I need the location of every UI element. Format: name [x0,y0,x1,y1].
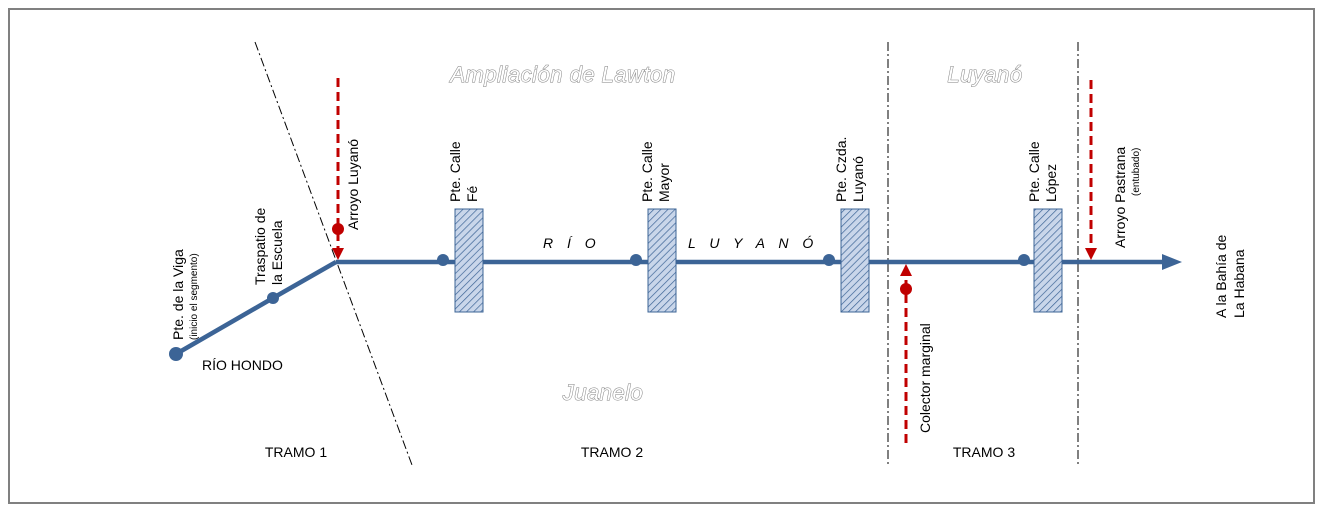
arroyo-luyano-arrow [332,248,344,260]
label-czda-line1: Pte. Czda. [833,137,849,202]
label-fe-line1: Pte. Calle [447,141,463,202]
label-pte-viga: Pte. de la Viga (inicio el segmento) [170,249,200,340]
river-hondo-label: RÍO HONDO [202,357,283,373]
label-colector-marginal: Colector marginal [917,323,933,433]
area-ampliacion-lawton: Ampliación de Lawton [448,62,675,87]
label-escuela-line2: la Escuela [269,220,285,285]
bridge-calle-fe [454,208,484,313]
label-czda-luyano: Pte. Czda. Luyanó [833,137,866,202]
svg-text:Arroyo Luyanó: Arroyo Luyanó [345,139,361,230]
label-fe-line2: Fé [464,185,480,202]
label-pte-viga-line2: (inicio el segmento) [189,253,200,340]
label-pte-viga-line1: Pte. de la Viga [170,249,186,340]
label-escuela-line1: Traspatio de [252,207,268,285]
label-destination-line2: La Habana [1231,249,1247,318]
area-juanelo: Juanelo [562,380,644,405]
tramo-2-label: TRAMO 2 [581,444,643,460]
point-czda-luyano [823,254,835,266]
label-calle-lopez: Pte. Calle López [1026,141,1059,202]
bridge-calle-mayor [647,208,677,313]
label-traspatio-escuela: Traspatio de la Escuela [252,207,285,285]
diagram-border [8,8,1315,504]
label-arroyo-luyano: Arroyo Luyanó [345,139,361,230]
label-destination-line1: A la Bahía de [1213,234,1229,318]
area-luyano: Luyanó [947,62,1022,87]
river-name-rio: R Í O [543,235,601,251]
label-lopez-line1: Pte. Calle [1026,141,1042,202]
label-mayor-line2: Mayor [656,163,672,202]
label-calle-fe: Pte. Calle Fé [447,141,480,202]
bridge-czda-luyano [840,208,870,313]
colector-marginal-arrow [900,264,912,276]
tramo-3-label: TRAMO 3 [953,444,1015,460]
tramo-1-label: TRAMO 1 [265,444,327,460]
label-mayor-line1: Pte. Calle [639,141,655,202]
label-calle-mayor: Pte. Calle Mayor [639,141,672,202]
point-traspatio-escuela [267,292,279,304]
label-czda-line2: Luyanó [850,156,866,202]
label-lopez-line2: López [1043,164,1059,202]
river-name-luyano: L U Y A N Ó [688,235,818,251]
bridge-calle-lopez [1033,208,1063,313]
point-calle-lopez [1018,254,1030,266]
arroyo-luyano-point [332,223,344,235]
arroyo-pastrana-arrow [1085,248,1097,260]
svg-text:Colector marginal: Colector marginal [917,323,933,433]
point-pte-viga [169,347,183,361]
point-calle-mayor [630,254,642,266]
label-pastrana-line1: Arroyo Pastrana [1112,147,1128,248]
colector-marginal-point [900,283,912,295]
point-calle-fe [437,254,449,266]
label-destination: A la Bahía de La Habana [1213,234,1247,318]
label-arroyo-pastrana: Arroyo Pastrana (entubado) [1112,147,1142,248]
label-pastrana-line2: (entubado) [1131,148,1142,196]
divider-tramo1 [254,41,413,466]
river-flow-arrow [1162,254,1182,270]
